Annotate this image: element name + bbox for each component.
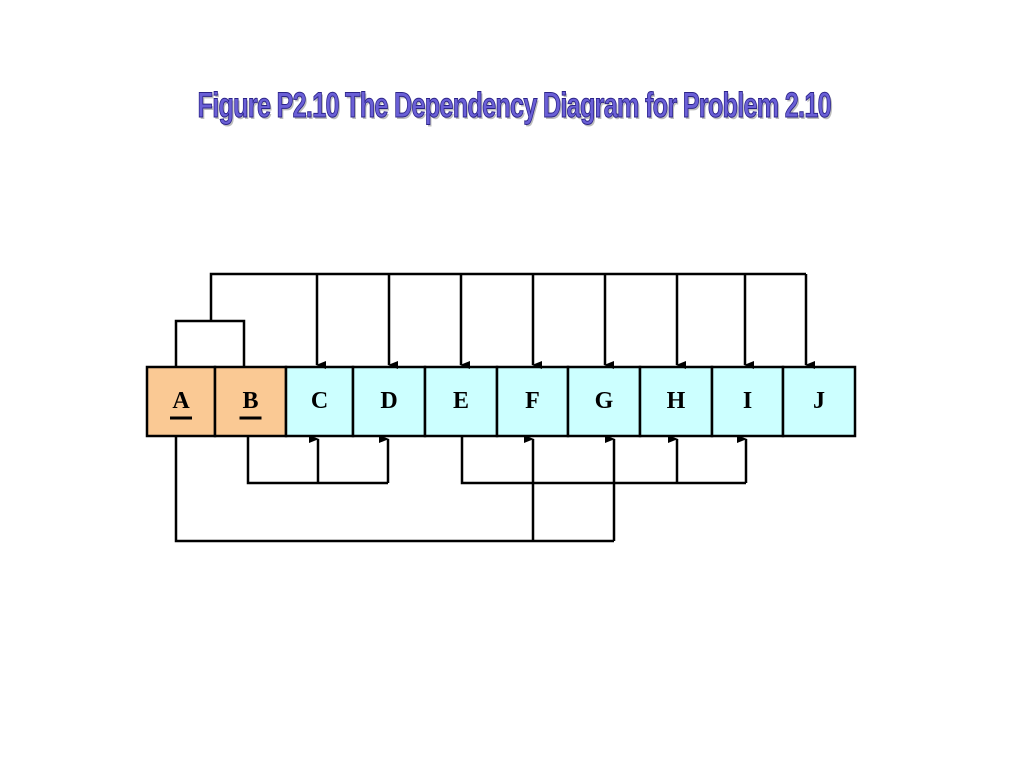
cell-j-box — [781, 365, 857, 438]
cell-j-label: J — [813, 388, 825, 414]
full-dependency-bar — [209, 272, 806, 321]
cell-f-label: F — [525, 388, 540, 414]
cell-e-label: E — [453, 388, 469, 414]
cell-b-box — [213, 365, 288, 438]
key-bracket — [174, 319, 246, 367]
a-dependency-line — [174, 437, 614, 543]
cell-a-label: A — [172, 388, 190, 414]
partial-dependency-b — [246, 435, 390, 485]
e-dependency-line — [460, 437, 746, 485]
cell-d-label: D — [380, 388, 397, 414]
cell-i-label: I — [743, 388, 752, 414]
full-dependency-arrows — [174, 272, 815, 369]
cell-g-label: G — [595, 388, 614, 414]
attribute-row: A B C D E F G H I J — [145, 365, 857, 438]
transitive-dependency-e — [460, 435, 748, 485]
partial-dependency-a — [174, 435, 616, 543]
cell-c-label: C — [311, 388, 328, 414]
cell-b-label: B — [242, 388, 258, 414]
cell-i-box — [710, 365, 785, 438]
cell-h-label: H — [667, 388, 686, 414]
b-dependency-line — [246, 437, 388, 485]
diagram-title: Figure P2.10 The Dependency Diagram for … — [197, 86, 832, 126]
cell-a-box — [145, 365, 217, 438]
